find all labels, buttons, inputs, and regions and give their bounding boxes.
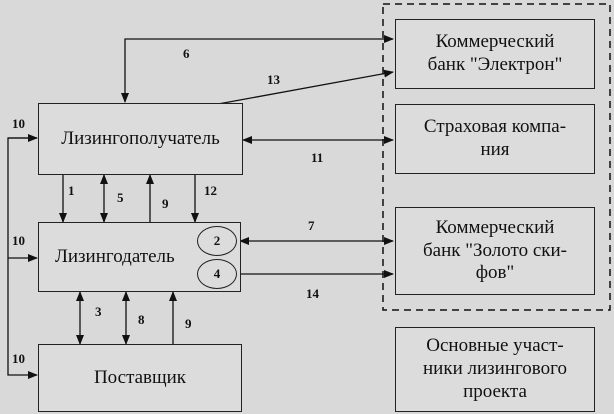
legend-line3: проекта <box>463 380 527 402</box>
insurance-line2: ния <box>480 139 510 160</box>
lessor-label: Лизингодатель <box>55 245 175 267</box>
edge-label-12: 12 <box>204 183 217 198</box>
edge-10-line <box>7 137 38 379</box>
edge-label-13: 13 <box>267 72 280 87</box>
edge-13 <box>217 69 394 105</box>
edge-label-10c: 10 <box>12 351 25 366</box>
edge-label-14: 14 <box>306 286 319 301</box>
edge-label-10b: 10 <box>12 233 25 248</box>
edge-label-9b: 9 <box>185 316 192 331</box>
lessee-label: Лизингополучатель <box>61 127 220 149</box>
edge-label-3: 3 <box>95 304 102 319</box>
legend-line2: ники лизингового <box>423 358 567 380</box>
supplier-box: Поставщик <box>38 344 242 412</box>
bank-elektron-box: Коммерческий банк "Электрон" <box>395 19 595 89</box>
legend-line1: Основные участ- <box>426 335 564 357</box>
bank-elektron-line1: Коммерческий <box>435 31 555 53</box>
insurance-line1: Страховая компа- <box>423 116 567 138</box>
insurance-box: Страховая компа- ния <box>395 104 595 174</box>
circle-4: 4 <box>197 259 237 289</box>
edge-label-1: 1 <box>68 183 75 198</box>
bank-zoloto-line2: банк "Золото ски- <box>423 239 567 261</box>
supplier-label: Поставщик <box>93 366 187 388</box>
edge-label-6: 6 <box>183 46 190 61</box>
bank-zoloto-line1: Коммерческий <box>435 216 555 238</box>
edge-label-5: 5 <box>117 190 124 205</box>
edge-label-8: 8 <box>138 312 145 327</box>
edge-6 <box>121 35 394 103</box>
participants-frame <box>382 3 611 311</box>
edge-label-9a: 9 <box>162 196 169 211</box>
legend-box: Основные участ- ники лизингового проекта <box>395 327 595 412</box>
circle-2: 2 <box>197 226 237 256</box>
edge-label-7: 7 <box>308 218 315 233</box>
lessee-box: Лизингополучатель <box>38 103 243 175</box>
bank-zoloto-box: Коммерческий банк "Золото ски- фов" <box>395 207 595 295</box>
bank-elektron-line2: банк "Электрон" <box>427 54 563 75</box>
edge-label-10a: 10 <box>12 116 25 131</box>
bank-zoloto-line3: фов" <box>475 262 515 284</box>
edge-label-11: 11 <box>311 150 324 165</box>
